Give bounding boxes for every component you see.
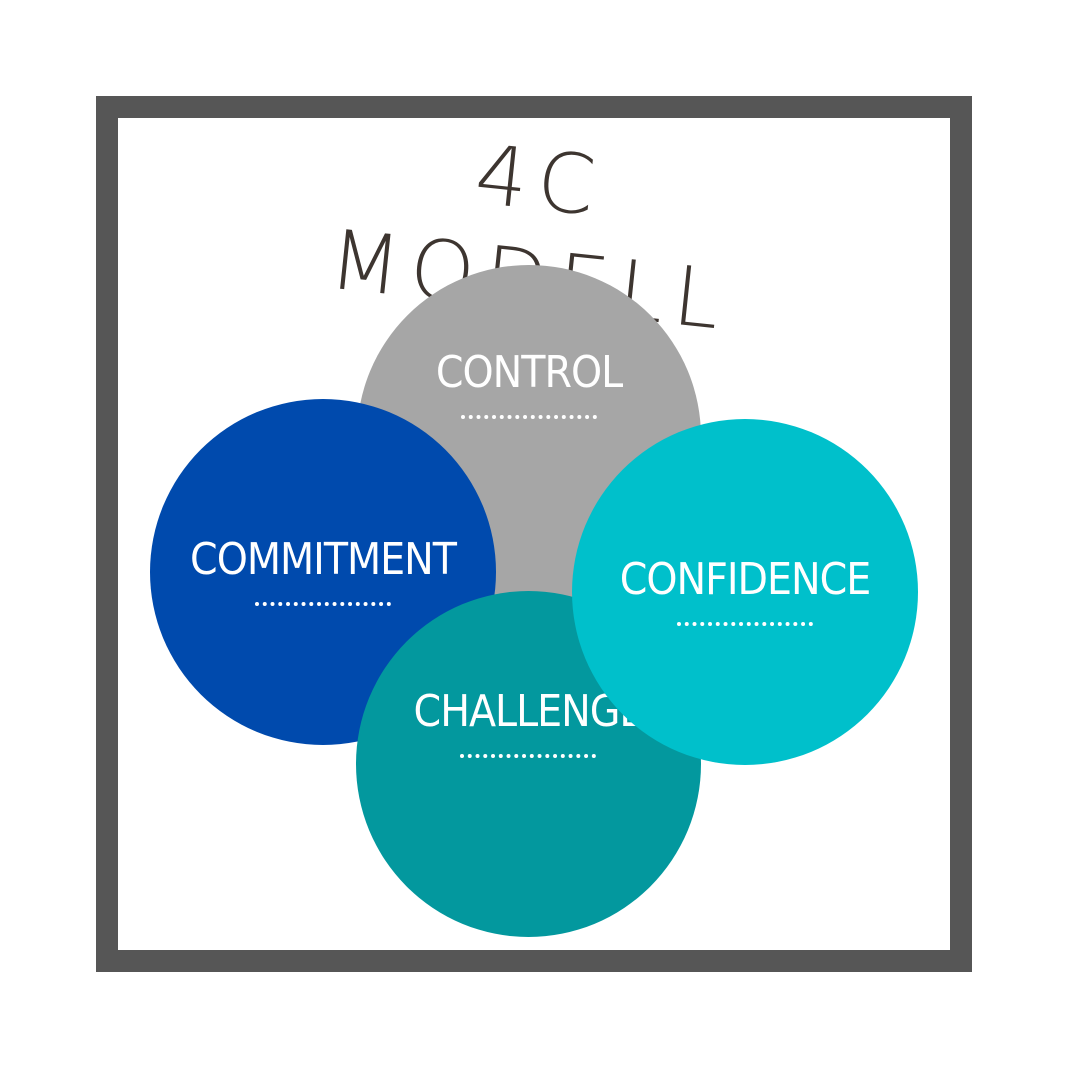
dotted-underline: [255, 602, 391, 606]
dotted-underline: [461, 415, 597, 419]
circle-commitment-label: COMMITMENT: [190, 534, 457, 585]
circle-challenge-label: CHALLENGE: [413, 686, 645, 737]
circle-confidence: CONFIDENCE: [572, 419, 918, 765]
circle-control-label: CONTROL: [435, 347, 623, 398]
dotted-underline: [460, 754, 597, 758]
circle-confidence-label: CONFIDENCE: [619, 554, 872, 605]
dotted-underline: [677, 622, 813, 626]
